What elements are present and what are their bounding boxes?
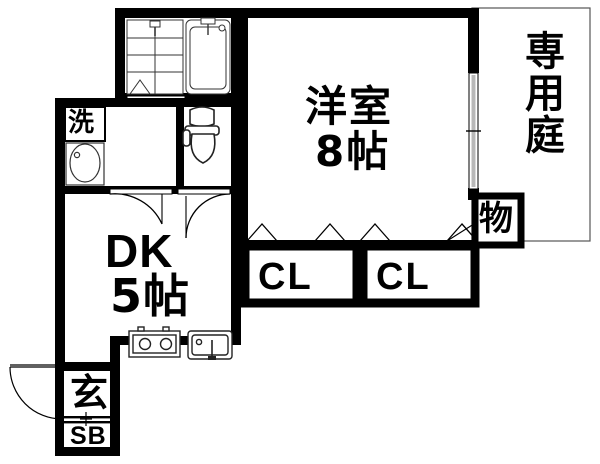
bedroom-size-label: 8帖 — [315, 127, 391, 176]
private-garden-label: 専用庭 — [518, 30, 564, 156]
closet-sliding-doors[interactable] — [245, 223, 478, 242]
entrance-walls — [55, 336, 120, 456]
dk-doors[interactable] — [109, 188, 231, 239]
kitchen-counter — [128, 326, 233, 360]
bedroom-label: 洋室 — [305, 82, 394, 131]
bathroom-fixtures — [126, 17, 231, 95]
wash-basin — [65, 142, 105, 186]
washer-space-box — [64, 106, 106, 142]
closet-right-label: CL — [376, 256, 431, 298]
entrance-door[interactable] — [9, 364, 63, 420]
dk-size-label: 5帖 — [110, 269, 191, 323]
washer-space-label: 洗 — [68, 108, 95, 138]
toilet — [182, 106, 220, 164]
closet-left-label: CL — [258, 256, 313, 298]
outdoor-storage-label: 物 — [479, 199, 513, 239]
entrance-label: 玄 — [70, 371, 109, 415]
entrance-step-mark — [80, 412, 92, 426]
closet-block — [240, 241, 480, 308]
outdoor-storage-box — [471, 192, 525, 249]
sliding-glass-door[interactable] — [466, 72, 481, 190]
shoe-box-label: SB — [70, 422, 107, 450]
dk-label: DK — [105, 225, 174, 277]
